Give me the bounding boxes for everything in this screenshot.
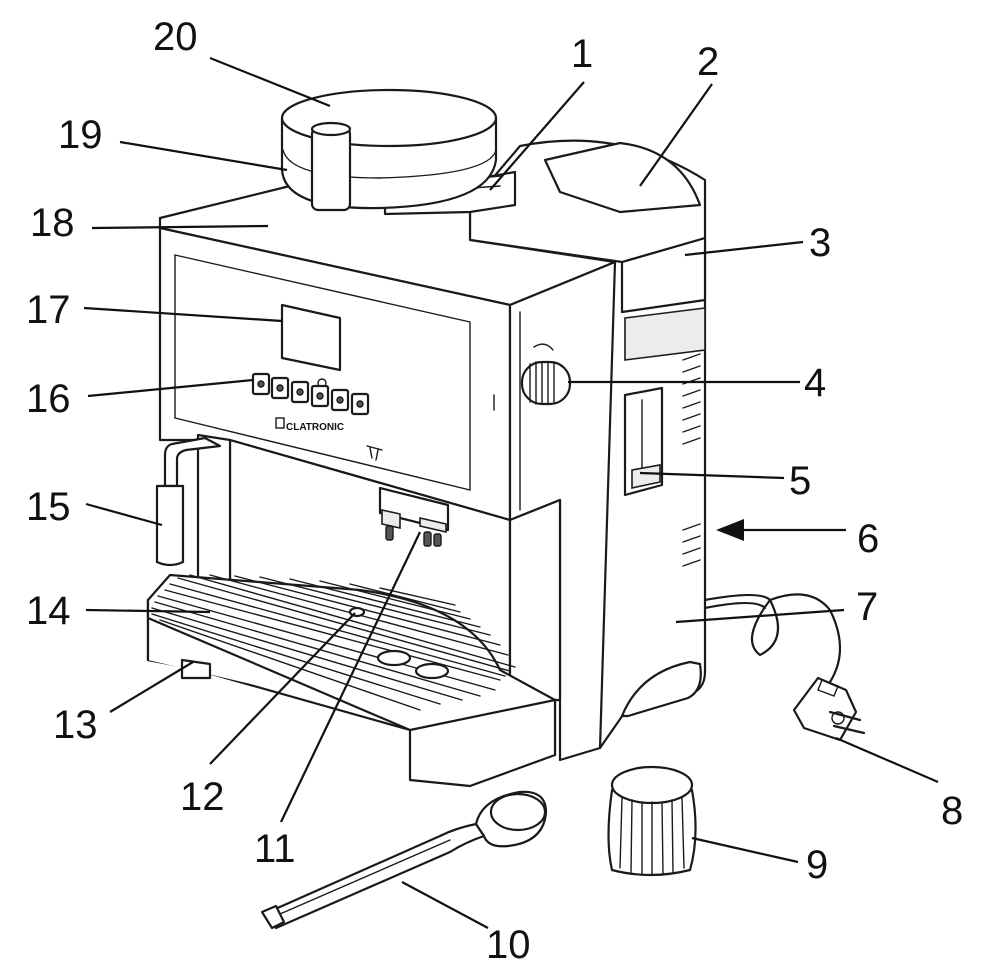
callout-20: 20: [153, 15, 198, 59]
steam-wand: [155, 436, 222, 567]
callout-3: 3: [809, 221, 831, 265]
svg-text:CLATRONIC: CLATRONIC: [286, 422, 344, 433]
cup-rest-hole: [414, 662, 450, 680]
measuring-spoon: [260, 790, 548, 930]
callout-18: 18: [30, 201, 75, 245]
callout-13: 13: [53, 703, 98, 747]
callout-14: 14: [26, 589, 71, 633]
callout-19: 19: [58, 113, 103, 157]
main-body: CLATRONIC: [158, 226, 617, 762]
filter-insert: [607, 765, 697, 877]
lid-knob: [310, 126, 352, 212]
power-cord: [703, 593, 866, 742]
callout-12: 12: [180, 775, 225, 819]
front-panel: [174, 254, 471, 491]
cup-rest-hole: [376, 649, 412, 667]
display-window: [280, 303, 342, 372]
callout-16: 16: [26, 377, 71, 421]
callout-5: 5: [789, 459, 811, 503]
callout-8: 8: [941, 789, 963, 833]
leader-lines: [83, 56, 939, 929]
callout-11: 11: [254, 827, 296, 871]
callout-10: 10: [486, 923, 531, 965]
callout-2: 2: [697, 40, 719, 84]
callout-6: 6: [857, 517, 879, 561]
coffee-outlet: [378, 486, 450, 547]
control-buttons: [251, 372, 370, 416]
tank-lid: [543, 141, 702, 214]
brand-logo: CLATRONIC: [275, 417, 344, 433]
callout-7: 7: [856, 585, 878, 629]
callout-15: 15: [26, 485, 71, 529]
top-cover: [158, 88, 617, 307]
water-tank: [468, 139, 707, 750]
power-plug: [792, 676, 866, 742]
callout-4: 4: [804, 361, 826, 405]
callout-17: 17: [26, 288, 71, 332]
drip-grate: [146, 573, 557, 732]
callout-1: 1: [571, 32, 593, 76]
callout-labels: 1 2 3 4 5 6 7 8 9 10 11 12 13 14 15 16 1…: [26, 15, 963, 965]
callout-9: 9: [806, 843, 828, 887]
